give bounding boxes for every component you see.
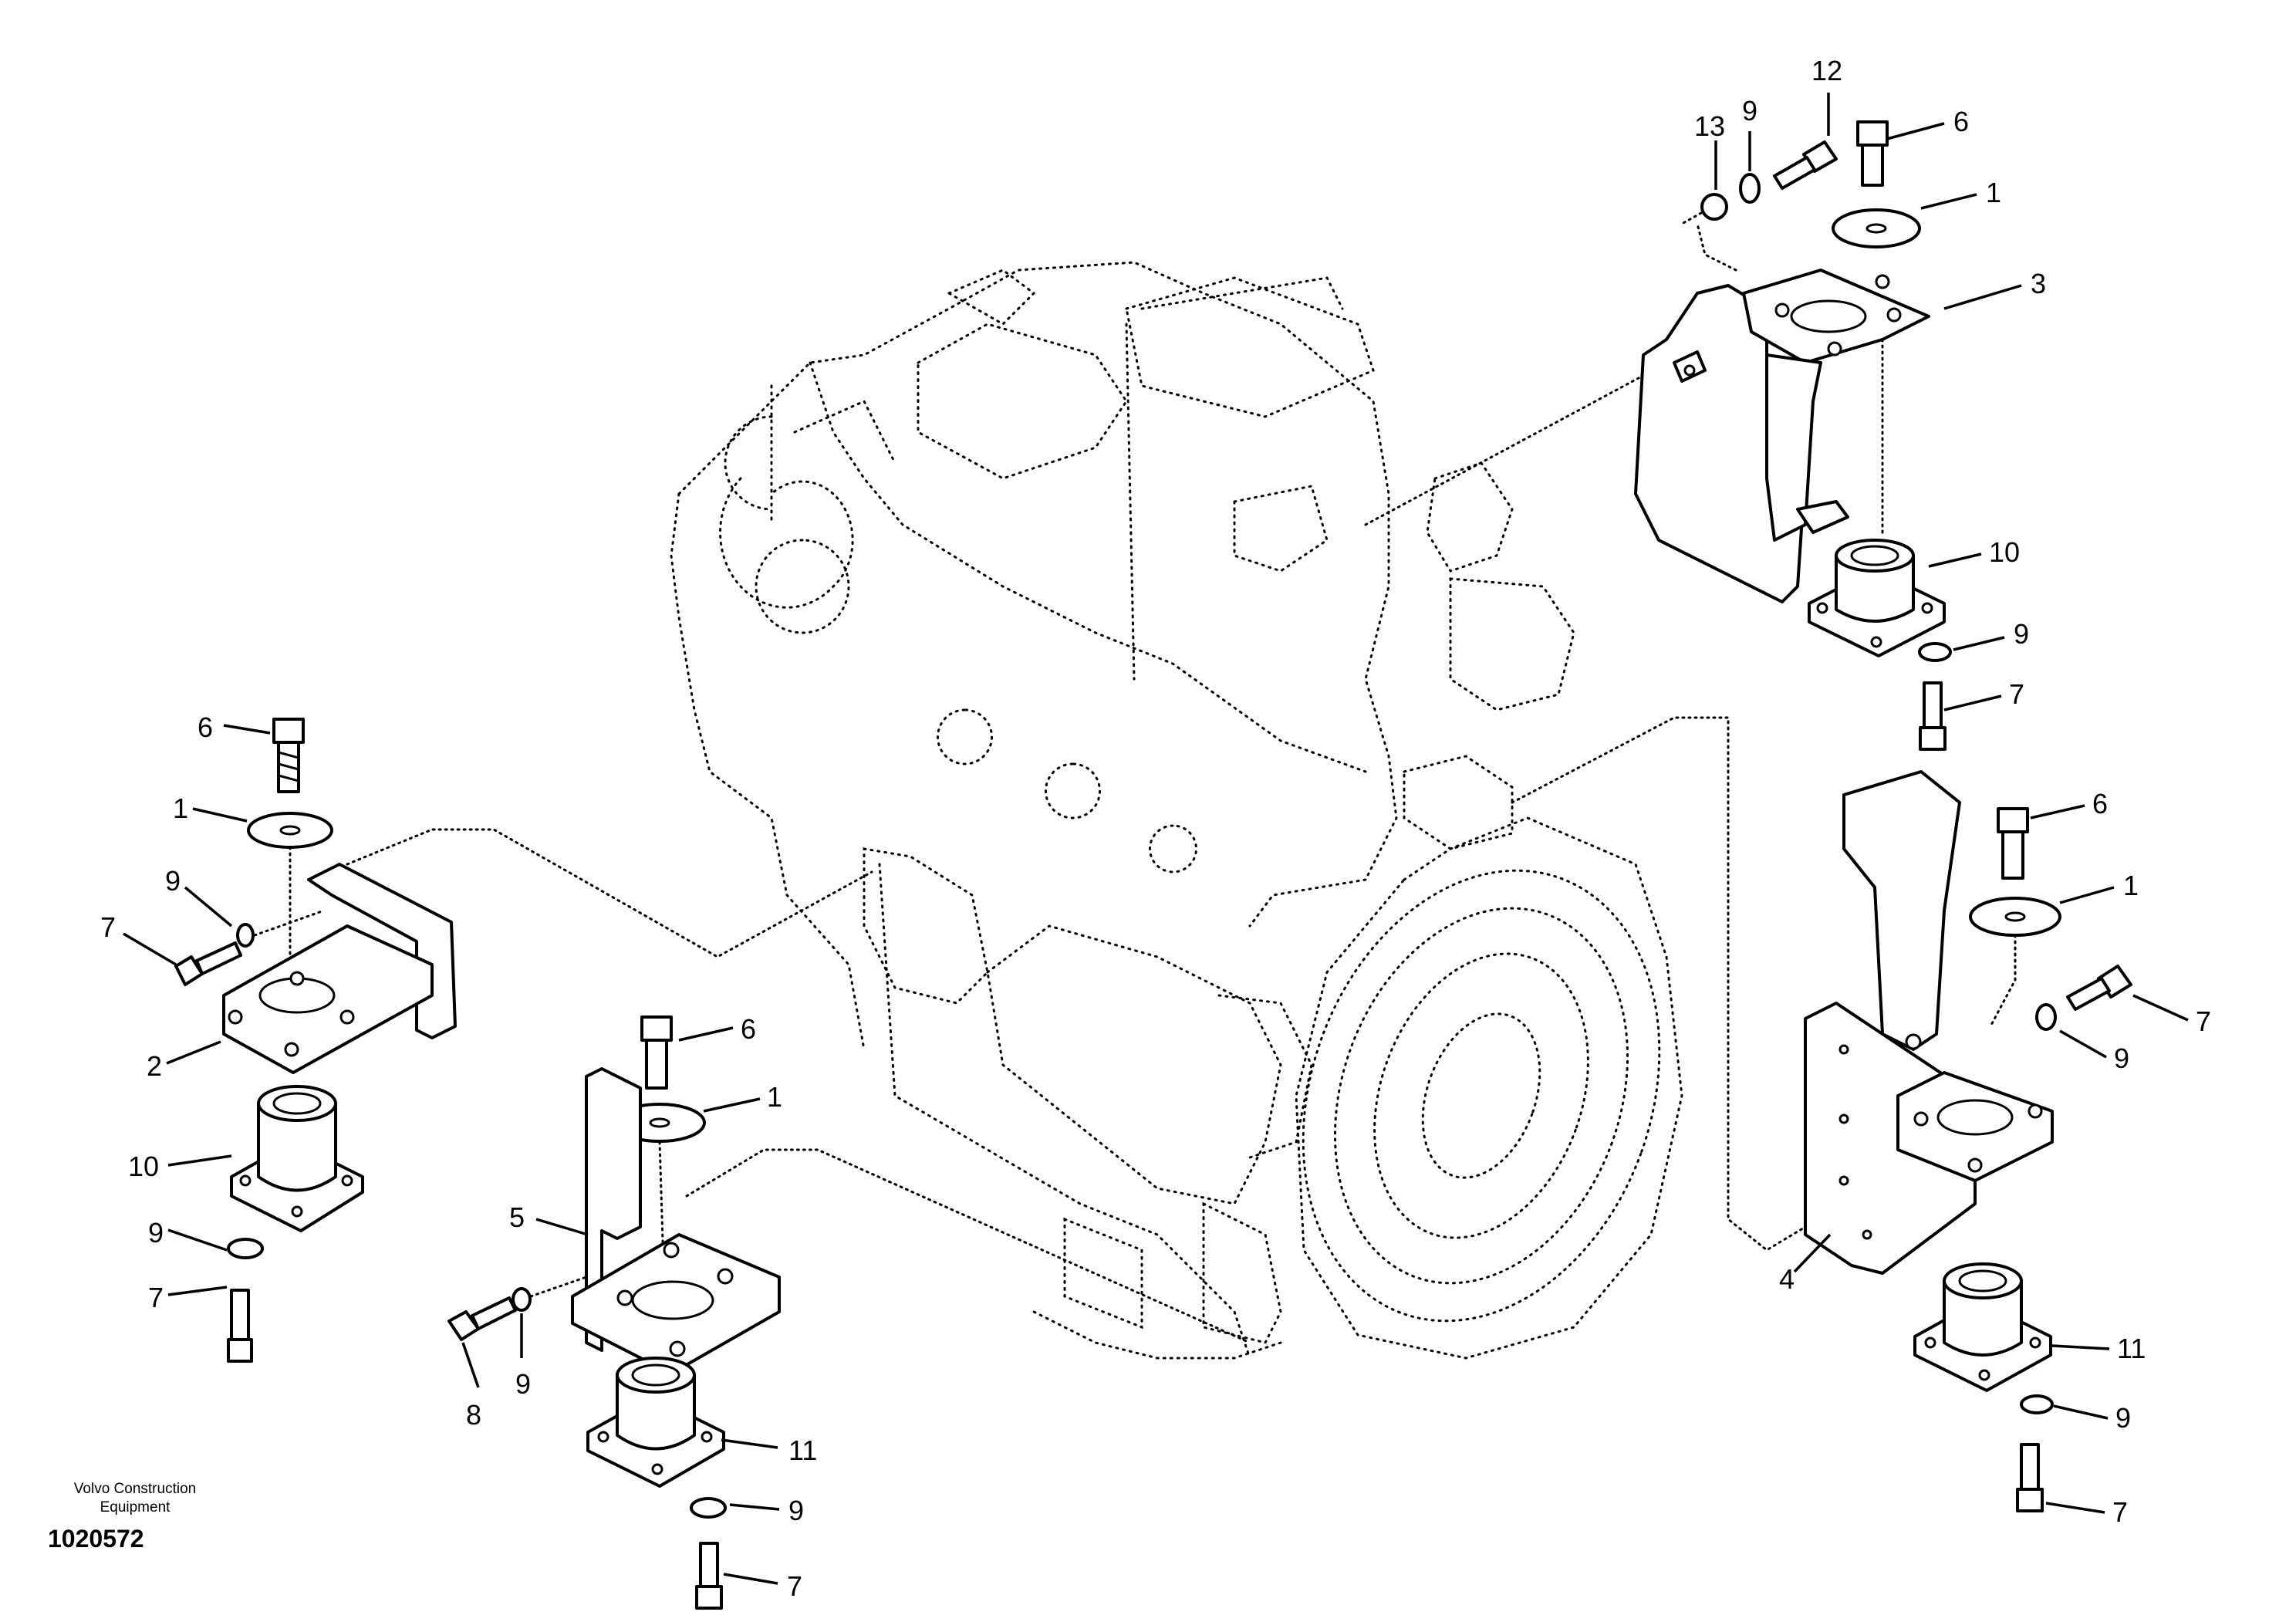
drawing-number: 1020572	[48, 1525, 144, 1553]
callout-7: 7	[787, 1570, 802, 1602]
company-name: Volvo Construction Equipment	[46, 1480, 224, 1517]
company-name-line2: Equipment	[100, 1499, 171, 1516]
bracket-web	[1765, 353, 1822, 542]
bolt-shank	[471, 1296, 517, 1330]
bolt-head	[272, 718, 305, 744]
callout-6: 6	[2092, 788, 2108, 819]
callout-9: 9	[165, 865, 181, 897]
callout-6: 6	[1953, 106, 1969, 137]
lock-washer	[512, 1287, 532, 1312]
mount-rear-lower	[1804, 770, 2132, 1512]
rubber-mount-body	[1943, 1279, 2023, 1357]
bolt-head	[1856, 120, 1889, 147]
callout-leaders	[123, 93, 2189, 1585]
callout-3: 3	[2031, 268, 2046, 299]
lock-washer	[2035, 1003, 2057, 1031]
callout-10: 10	[1989, 536, 2020, 568]
callout-8: 8	[466, 1399, 481, 1431]
lock-washer	[1918, 642, 1952, 662]
company-name-line1: Volvo Construction	[73, 1481, 197, 1497]
rubber-mount-body	[1835, 554, 1915, 623]
callout-6: 6	[198, 711, 213, 743]
flywheel-housing	[1295, 755, 1683, 1360]
callout-13: 13	[1694, 110, 1725, 142]
callout-9: 9	[1742, 95, 1757, 127]
callout-7: 7	[2009, 678, 2024, 710]
bolt-head	[640, 1015, 673, 1042]
bolt-head	[695, 1585, 723, 1610]
lock-washer	[690, 1497, 727, 1519]
callout-7: 7	[100, 911, 116, 943]
bracket-plate-vertical	[1804, 1002, 1977, 1275]
engine-outline	[670, 261, 1575, 1360]
lock-washer	[227, 1238, 264, 1259]
lock-washer	[1739, 173, 1761, 204]
bolt-shank	[195, 941, 242, 975]
callout-9: 9	[515, 1368, 531, 1400]
callout-2: 2	[147, 1050, 162, 1082]
bolt-shank	[1861, 144, 1884, 187]
mount-front-left	[174, 718, 457, 1363]
callout-7: 7	[148, 1282, 164, 1313]
callout-9: 9	[2014, 618, 2029, 650]
callout-9: 9	[2115, 1402, 2131, 1434]
callout-1: 1	[767, 1081, 782, 1113]
nut	[1700, 193, 1728, 221]
bolt-shank	[2001, 830, 2024, 880]
leader-center-mount	[685, 1148, 1251, 1344]
lock-washer	[2020, 1394, 2054, 1414]
rubber-mount-body	[616, 1374, 696, 1451]
bolt-head	[1919, 726, 1947, 751]
callout-1: 1	[2123, 870, 2139, 901]
callout-9: 9	[788, 1495, 804, 1526]
bolt-shank	[699, 1542, 719, 1588]
bolt-head	[227, 1338, 253, 1363]
callout-7: 7	[2196, 1005, 2211, 1037]
callout-12: 12	[1811, 55, 1842, 86]
callout-10: 10	[128, 1151, 159, 1182]
mount-rear-upper	[1634, 120, 1952, 751]
callout-9: 9	[148, 1217, 164, 1249]
bolt-shank	[1773, 156, 1816, 190]
bolt-head	[2016, 1488, 2044, 1512]
callout-5: 5	[509, 1201, 525, 1233]
bolt-shank	[230, 1289, 250, 1341]
callout-4: 4	[1779, 1263, 1795, 1295]
leader-right-mount	[1511, 716, 1807, 1252]
lock-washer	[236, 923, 255, 948]
leader-left-mount	[346, 828, 873, 958]
mount-front-center	[447, 1015, 781, 1610]
callout-9: 9	[2114, 1042, 2129, 1074]
callout-7: 7	[2112, 1496, 2128, 1528]
callout-6: 6	[741, 1013, 756, 1045]
callout-1: 1	[173, 792, 188, 824]
bolt-head	[1997, 807, 2029, 833]
callout-numbers: 6 1 9 7 2 10 9 7 6 1 5 8 9 11 9 7 12 13 …	[100, 55, 2211, 1602]
bolt-shank	[1923, 681, 1943, 729]
bracket-upper-arm	[1842, 770, 1961, 1051]
bolt-shank	[2066, 977, 2111, 1011]
rubber-mount-body	[257, 1102, 337, 1192]
bolt-shank	[2020, 1443, 2040, 1491]
callout-1: 1	[1986, 177, 2001, 208]
callout-11: 11	[788, 1434, 817, 1466]
callout-11: 11	[2117, 1333, 2146, 1364]
bolt-shank	[645, 1039, 668, 1090]
